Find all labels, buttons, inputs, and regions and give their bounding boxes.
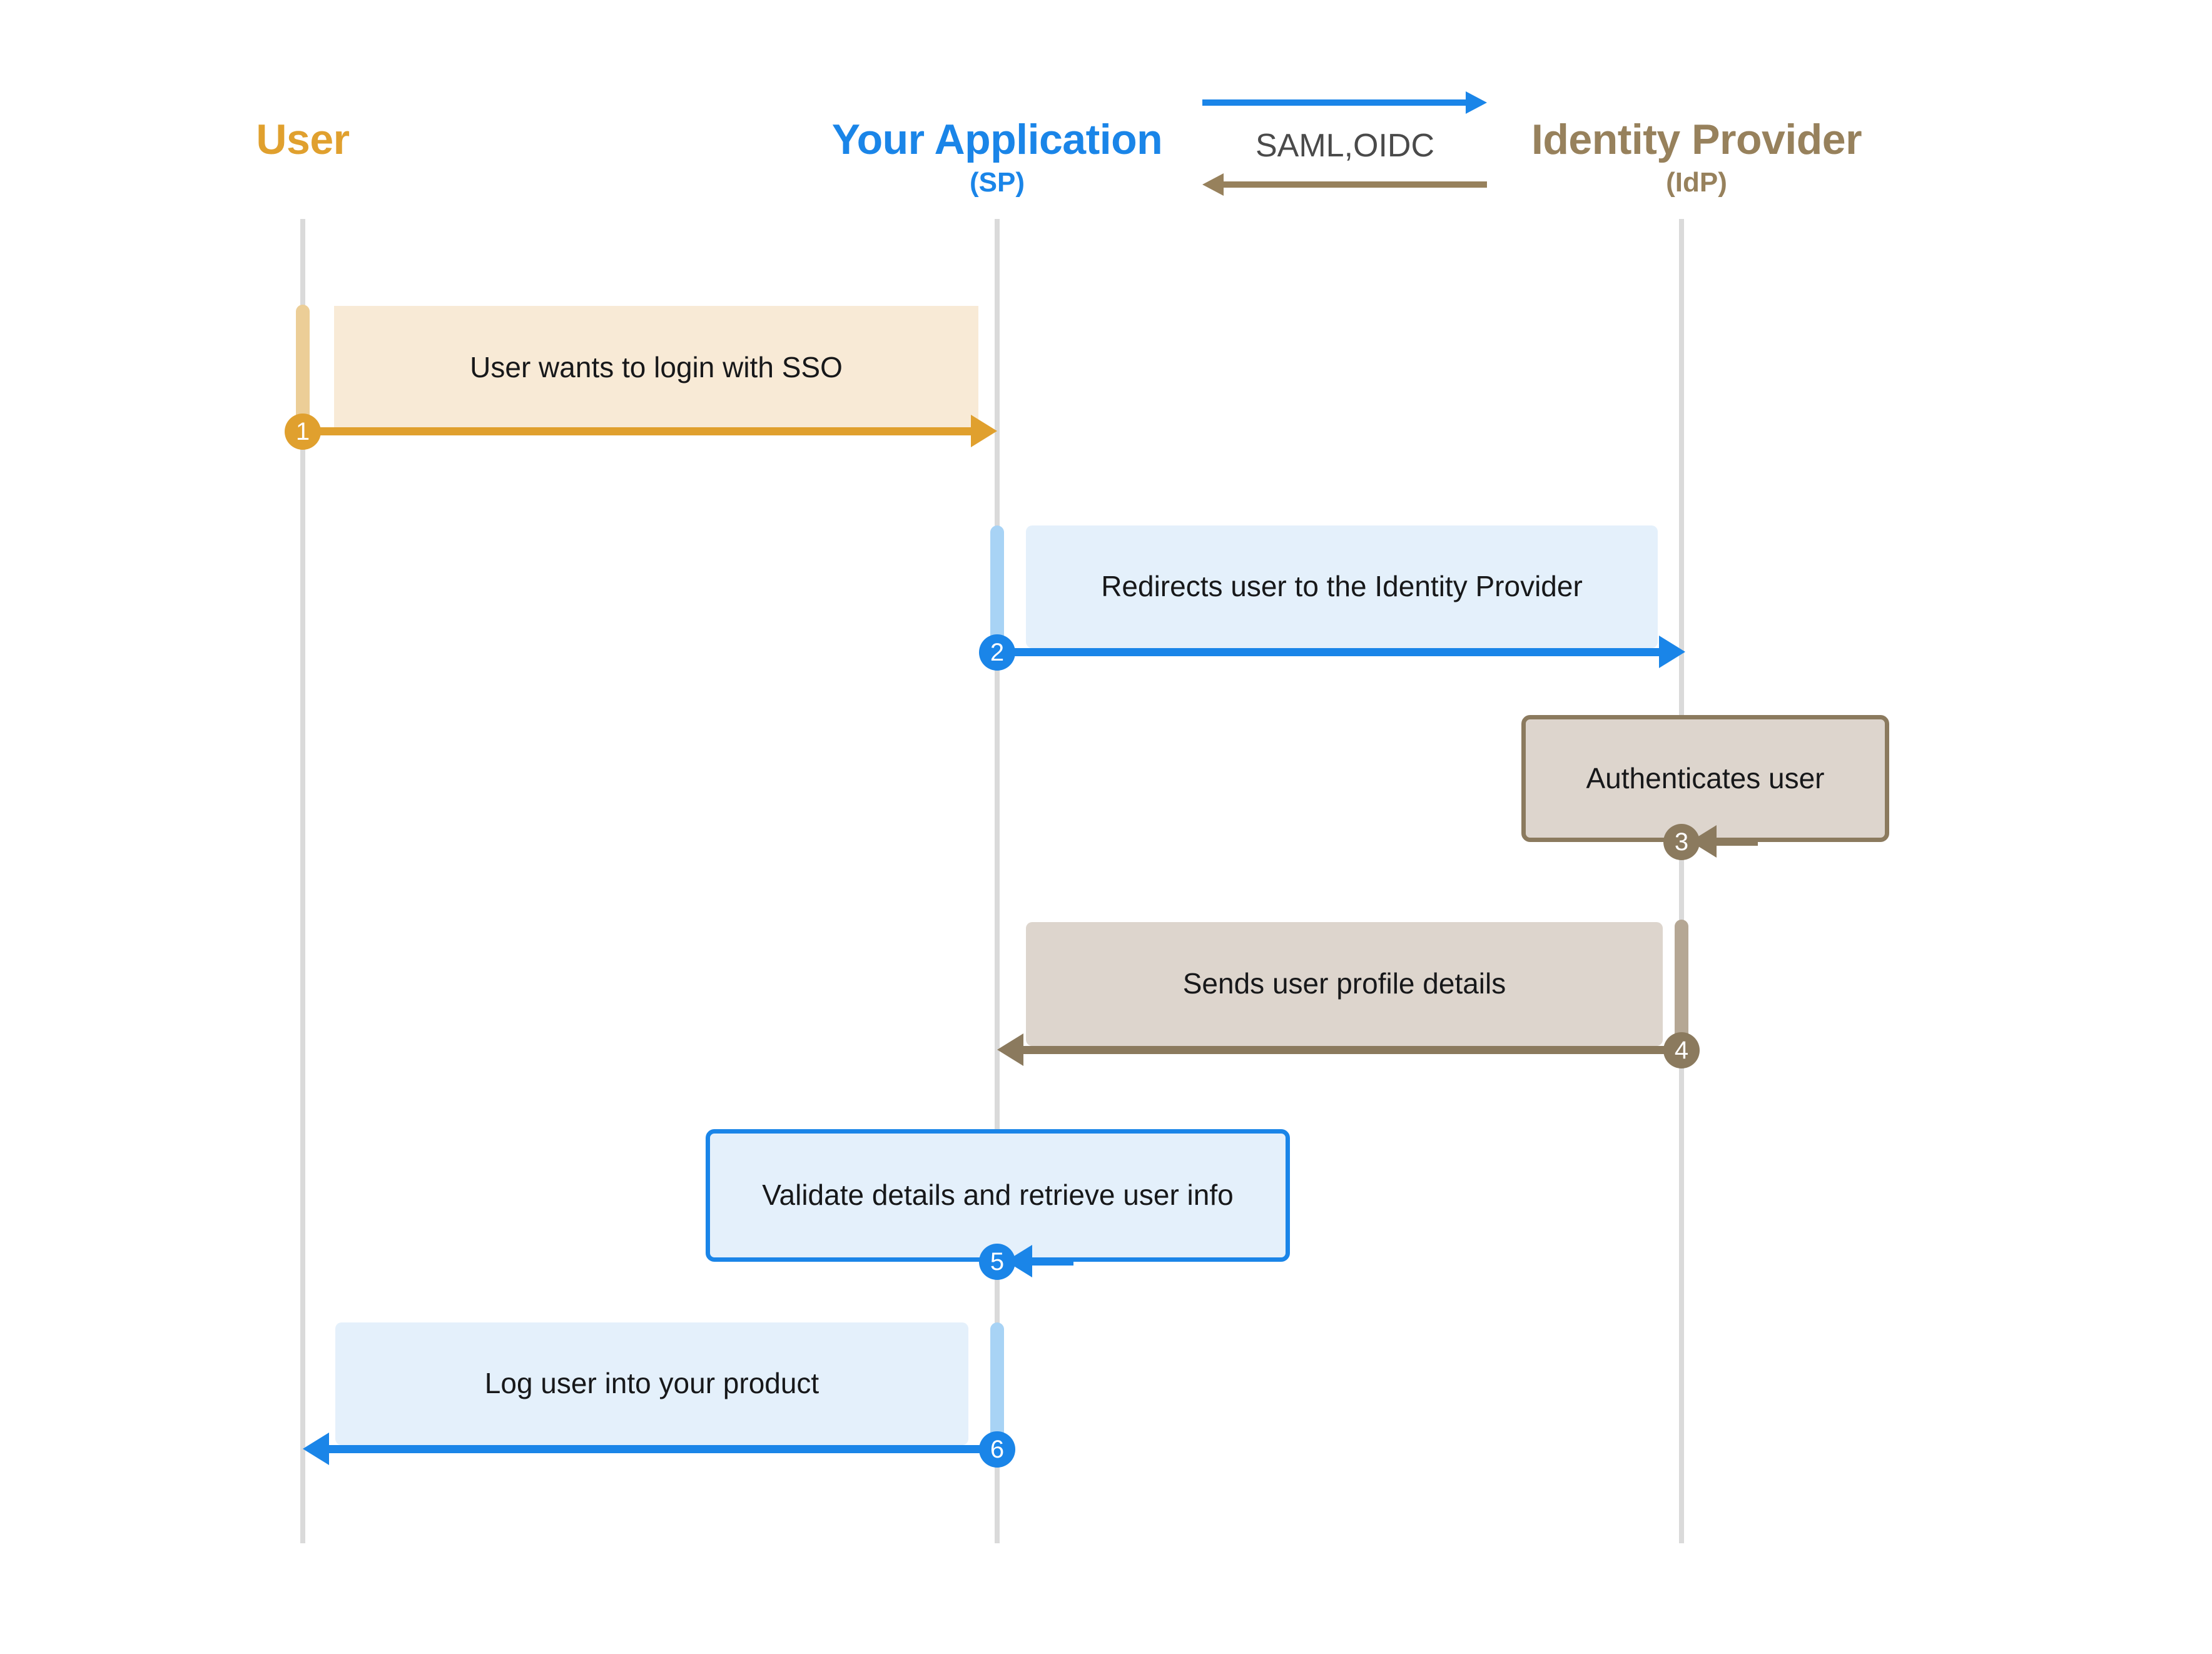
activation-bar-step-4 xyxy=(1675,920,1688,1046)
participant-subtitle-idp: (IdP) xyxy=(1666,167,1727,198)
message-box-step-5: Validate details and retrieve user info xyxy=(706,1129,1290,1262)
step-number-5[interactable]: 5 xyxy=(979,1244,1015,1280)
step-number-2[interactable]: 2 xyxy=(979,634,1015,671)
step-number-6[interactable]: 6 xyxy=(979,1431,1015,1468)
activation-bar-step-2 xyxy=(990,525,1004,648)
message-text-step-4: Sends user profile details xyxy=(1182,967,1506,1000)
message-text-step-5: Validate details and retrieve user info xyxy=(762,1179,1234,1212)
message-text-step-3: Authenticates user xyxy=(1586,761,1825,794)
message-box-step-3: Authenticates user xyxy=(1521,715,1889,842)
step-number-4[interactable]: 4 xyxy=(1663,1032,1700,1068)
message-text-step-2: Redirects user to the Identity Provider xyxy=(1101,570,1583,603)
participant-name-app: Your Application xyxy=(831,116,1163,163)
participant-header-user: User xyxy=(256,116,350,163)
lifeline-user xyxy=(300,219,305,1543)
message-box-step-4: Sends user profile details xyxy=(1026,922,1663,1046)
step-number-1[interactable]: 1 xyxy=(285,414,321,450)
participant-subtitle-app: (SP) xyxy=(970,167,1025,198)
lifeline-app xyxy=(995,219,1000,1543)
participant-name-user: User xyxy=(256,116,350,163)
participant-header-idp: Identity Provider (IdP) xyxy=(1531,116,1862,198)
message-text-step-1: User wants to login with SSO xyxy=(470,350,843,383)
message-box-step-2: Redirects user to the Identity Provider xyxy=(1026,525,1658,648)
step-number-3[interactable]: 3 xyxy=(1663,824,1700,860)
activation-bar-step-6 xyxy=(990,1322,1004,1445)
message-text-step-6: Log user into your product xyxy=(484,1367,819,1400)
lifeline-idp xyxy=(1679,219,1684,1543)
message-box-step-6: Log user into your product xyxy=(335,1322,968,1445)
participant-header-app: Your Application (SP) xyxy=(831,116,1163,198)
participant-name-idp: Identity Provider xyxy=(1531,116,1862,163)
message-box-step-1: User wants to login with SSO xyxy=(334,306,978,429)
activation-bar-step-1 xyxy=(296,305,310,428)
protocol-label: SAML,OIDC xyxy=(1255,128,1435,164)
